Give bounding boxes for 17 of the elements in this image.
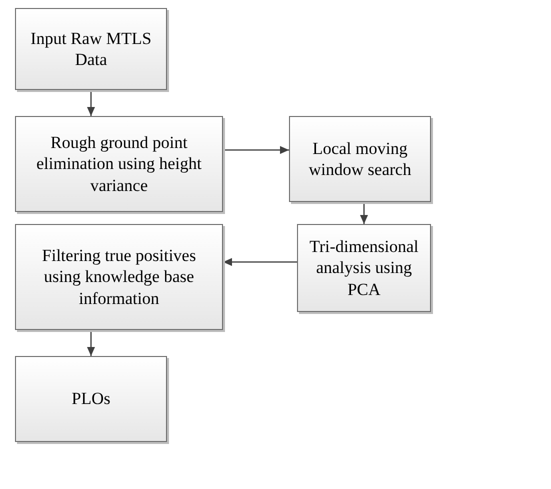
process-box bbox=[15, 356, 167, 442]
box-label: Rough ground point elimination using height variance bbox=[35, 132, 203, 196]
box-label: PLOs bbox=[72, 388, 110, 410]
arrow bbox=[87, 90, 95, 116]
process-box bbox=[15, 8, 167, 90]
arrow bbox=[223, 146, 289, 154]
process-box bbox=[297, 224, 431, 312]
arrow bbox=[223, 258, 297, 266]
arrow bbox=[87, 330, 95, 356]
arrow bbox=[360, 202, 368, 224]
process-box bbox=[15, 116, 223, 212]
box-label: Tri-dimensional analysis using PCA bbox=[308, 236, 420, 300]
process-box bbox=[289, 116, 431, 202]
process-box bbox=[15, 224, 223, 330]
box-label: Input Raw MTLS Data bbox=[30, 28, 152, 70]
box-label: Filtering true positives using knowledge base information bbox=[41, 245, 197, 309]
box-label: Local moving window search bbox=[308, 138, 412, 180]
